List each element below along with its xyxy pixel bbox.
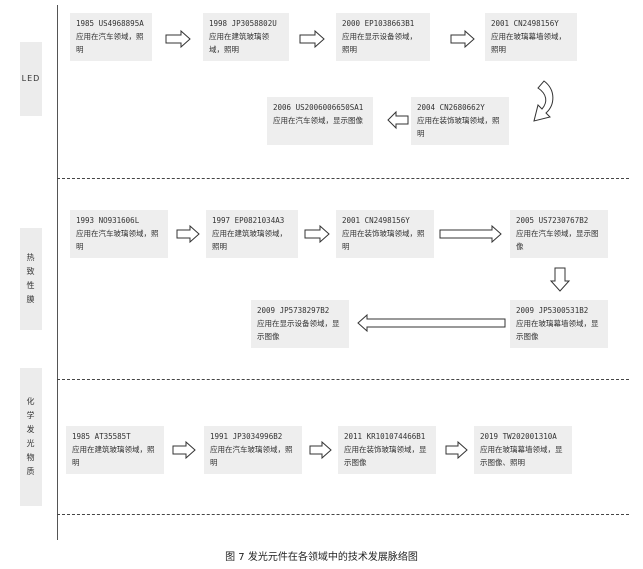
- node-thermo-1997: 1997 EP0821034A3 应用在建筑玻璃领域，照明: [206, 210, 298, 258]
- patent-desc: 应用在装饰玻璃领域，显示图像: [344, 445, 427, 467]
- patent-code: 2009 JP5738297B2: [257, 306, 330, 315]
- patent-desc: 应用在汽车领域，照明: [76, 32, 144, 54]
- node-led-1985: 1985 US4968895A 应用在汽车领域，照明: [70, 13, 152, 61]
- node-led-2001: 2001 CN2498156Y 应用在玻璃幕墙领域，照明: [485, 13, 577, 61]
- arrow-left-icon: [357, 313, 506, 333]
- patent-code: 2009 JP5300531B2: [516, 306, 589, 315]
- arrow-right-icon: [172, 440, 196, 460]
- section-divider: [57, 379, 629, 380]
- patent-code: 2001 CN2498156Y: [491, 19, 559, 28]
- patent-desc: 应用在玻璃幕墙领域，显示图像、照明: [480, 445, 563, 467]
- patent-desc: 应用在显示设备领域，显示图像: [257, 319, 340, 341]
- patent-desc: 应用在汽车玻璃领域，照明: [210, 445, 293, 467]
- patent-desc: 应用在装饰玻璃领域，照明: [342, 229, 425, 251]
- patent-desc: 应用在玻璃幕墙领域，显示图像: [516, 319, 599, 341]
- node-led-2004: 2004 CN2680662Y 应用在装饰玻璃领域，照明: [411, 97, 509, 145]
- arrow-left-icon: [387, 110, 409, 130]
- arrow-right-icon: [450, 29, 475, 49]
- node-chem-2011: 2011 KR101074466B1 应用在装饰玻璃领域，显示图像: [338, 426, 436, 474]
- node-thermo-2001: 2001 CN2498156Y 应用在装饰玻璃领域，照明: [336, 210, 434, 258]
- node-thermo-1993: 1993 NO931606L 应用在汽车玻璃领域，照明: [70, 210, 168, 258]
- arrow-right-icon: [165, 29, 191, 49]
- arrow-right-icon: [176, 224, 200, 244]
- node-led-2000: 2000 EP1038663B1 应用在显示设备领域，照明: [336, 13, 430, 61]
- patent-code: 2005 US7230767B2: [516, 216, 589, 225]
- section-label-text: LED: [21, 74, 41, 83]
- section-label-thermo-film: 热 致 性 膜: [20, 228, 42, 330]
- curved-arrow-icon: [533, 80, 554, 122]
- patent-desc: 应用在建筑玻璃领域，照明: [72, 445, 155, 467]
- arrow-right-icon: [299, 29, 325, 49]
- patent-code: 2019 TW202001310A: [480, 432, 557, 441]
- node-thermo-2009-a: 2009 JP5300531B2 应用在玻璃幕墙领域，显示图像: [510, 300, 608, 348]
- patent-code: 2004 CN2680662Y: [417, 103, 485, 112]
- patent-desc: 应用在汽车领域，显示图像: [516, 229, 599, 251]
- patent-code: 1991 JP3034996B2: [210, 432, 283, 441]
- node-chem-2019: 2019 TW202001310A 应用在玻璃幕墙领域，显示图像、照明: [474, 426, 572, 474]
- patent-code: 1997 EP0821034A3: [212, 216, 285, 225]
- patent-code: 1998 JP3058802U: [209, 19, 277, 28]
- node-led-2006: 2006 US2006006650SA1 应用在汽车领域，显示图像: [267, 97, 373, 145]
- arrow-right-icon: [309, 440, 332, 460]
- patent-desc: 应用在玻璃幕墙领域，照明: [491, 32, 566, 54]
- arrow-right-icon: [439, 224, 502, 244]
- section-divider: [57, 178, 629, 179]
- section-label-text: 化 学 发 光 物 质: [26, 397, 36, 476]
- arrow-down-icon: [549, 267, 571, 292]
- figure-caption: 图 7 发光元件在各领域中的技术发展脉络图: [225, 552, 418, 563]
- patent-desc: 应用在装饰玻璃领域，照明: [417, 116, 500, 138]
- patent-desc: 应用在汽车领域，显示图像: [273, 116, 363, 125]
- section-label-led: LED: [20, 42, 42, 116]
- patent-code: 1993 NO931606L: [76, 216, 140, 225]
- patent-desc: 应用在汽车玻璃领域，照明: [76, 229, 159, 251]
- section-divider: [57, 514, 629, 515]
- section-label-chemiluminescent: 化 学 发 光 物 质: [20, 368, 42, 506]
- section-label-text: 热 致 性 膜: [26, 253, 36, 304]
- arrow-right-icon: [445, 440, 468, 460]
- node-thermo-2009-b: 2009 JP5738297B2 应用在显示设备领域，显示图像: [251, 300, 349, 348]
- patent-desc: 应用在建筑玻璃领域，照明: [212, 229, 287, 251]
- arrow-right-icon: [304, 224, 330, 244]
- node-thermo-2005: 2005 US7230767B2 应用在汽车领域，显示图像: [510, 210, 608, 258]
- patent-code: 2011 KR101074466B1: [344, 432, 426, 441]
- node-led-1998: 1998 JP3058802U 应用在建筑玻璃领域，照明: [203, 13, 289, 61]
- vertical-divider: [57, 5, 58, 540]
- patent-code: 2006 US2006006650SA1: [273, 103, 364, 112]
- patent-code: 2001 CN2498156Y: [342, 216, 410, 225]
- node-chem-1991: 1991 JP3034996B2 应用在汽车玻璃领域，照明: [204, 426, 302, 474]
- patent-desc: 应用在显示设备领域，照明: [342, 32, 417, 54]
- patent-code: 1985 AT35585T: [72, 432, 131, 441]
- node-chem-1985: 1985 AT35585T 应用在建筑玻璃领域，照明: [66, 426, 164, 474]
- patent-desc: 应用在建筑玻璃领域，照明: [209, 32, 269, 54]
- patent-code: 2000 EP1038663B1: [342, 19, 415, 28]
- patent-code: 1985 US4968895A: [76, 19, 144, 28]
